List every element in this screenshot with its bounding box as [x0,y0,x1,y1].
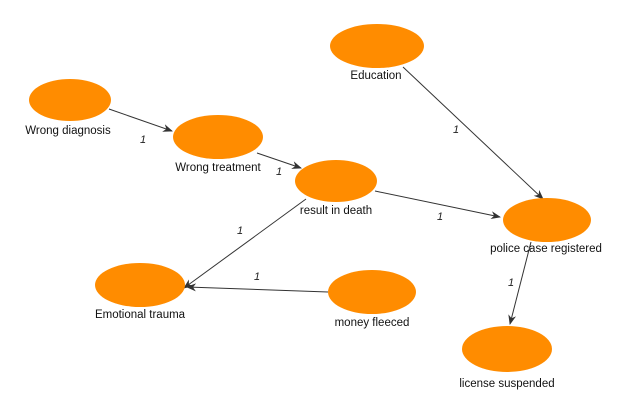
edge-money-fleeced-to-emotional-trauma: 1 [186,271,329,293]
edge-weight-label: 1 [508,277,514,289]
edge-weight-label: 1 [140,134,146,146]
edge-weight-label: 1 [453,124,459,136]
node-ellipse[interactable] [328,270,416,314]
edge-weight-label: 1 [237,225,243,237]
edge-result-in-death-to-emotional-trauma: 1 [183,198,307,289]
node-police-case-registered[interactable]: police case registered [490,198,602,255]
edge-weight-label: 1 [276,166,282,178]
node-ellipse[interactable] [330,24,424,68]
node-ellipse[interactable] [462,326,552,372]
node-ellipse[interactable] [29,79,111,121]
node-ellipse[interactable] [503,198,591,242]
edge-line[interactable] [108,108,173,132]
edge-line[interactable] [508,241,532,325]
node-label: Wrong treatment [175,162,261,174]
node-money-fleeced[interactable]: money fleeced [328,270,416,329]
node-label: result in death [300,205,372,217]
edge-line[interactable] [402,66,544,200]
node-label: Education [350,70,401,82]
edge-weight-label: 1 [437,211,443,223]
node-education[interactable]: Education [330,24,424,82]
node-emotional-trauma[interactable]: Emotional trauma [95,263,186,321]
edge-police-case-registered-to-license-suspended: 1 [508,241,532,325]
node-license-suspended[interactable]: license suspended [459,326,555,390]
node-ellipse[interactable] [295,160,377,202]
edge-line[interactable] [186,283,329,293]
node-label: Wrong diagnosis [25,125,111,137]
node-label: Emotional trauma [95,309,186,321]
node-ellipse[interactable] [95,263,185,307]
edge-line[interactable] [256,152,302,169]
edge-wrong-diagnosis-to-wrong-treatment: 1 [108,108,173,146]
node-label: money fleeced [335,317,410,329]
node-label: license suspended [459,378,554,390]
edge-education-to-police-case-registered: 1 [402,66,544,200]
node-ellipse[interactable] [173,115,263,159]
edge-result-in-death-to-police-case-registered: 1 [374,190,501,223]
edge-line[interactable] [183,198,307,289]
node-result-in-death[interactable]: result in death [295,160,377,217]
edge-wrong-treatment-to-result-in-death: 1 [256,152,302,178]
edges-layer: 1 1 1 1 1 1 1 [108,66,544,325]
node-wrong-treatment[interactable]: Wrong treatment [173,115,263,174]
edge-weight-label: 1 [254,271,260,283]
node-label: police case registered [490,243,602,255]
node-wrong-diagnosis[interactable]: Wrong diagnosis [25,79,111,137]
edge-line[interactable] [374,190,501,220]
